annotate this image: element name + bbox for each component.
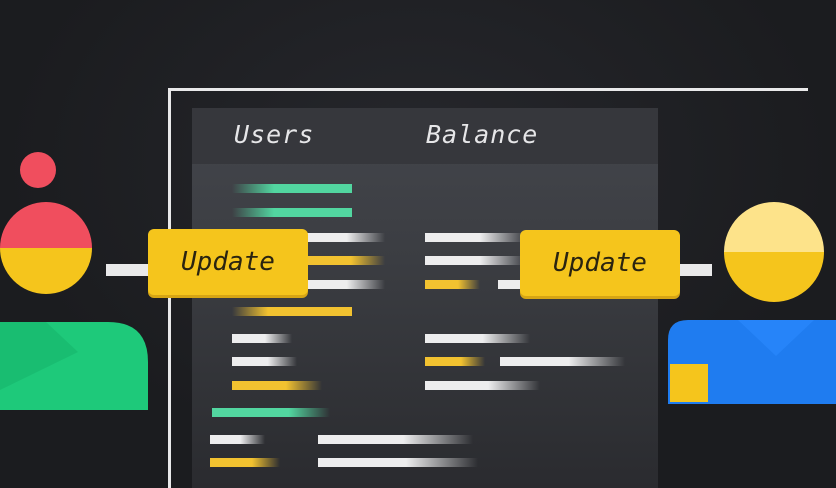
- update-button-right[interactable]: Update: [520, 230, 680, 296]
- user-avatar-right: [668, 202, 836, 404]
- data-bar-balance: [425, 334, 530, 343]
- data-bar-users: [318, 458, 478, 467]
- update-button-left[interactable]: Update: [148, 229, 308, 295]
- data-bar-users: [210, 458, 280, 467]
- data-bar-users: [232, 381, 322, 390]
- data-bar-balance: [425, 280, 480, 289]
- data-bar-users: [232, 208, 352, 217]
- user-body-right: [668, 320, 836, 404]
- data-bar-balance: [425, 256, 525, 265]
- data-bar-balance: [500, 357, 625, 366]
- data-bar-balance: [425, 357, 485, 366]
- data-bar-users: [232, 334, 292, 343]
- user-head-upper: [724, 202, 824, 252]
- column-header-balance: Balance: [426, 120, 539, 149]
- data-bar-users: [232, 357, 297, 366]
- data-bar-users: [318, 435, 473, 444]
- connector-left: [106, 264, 152, 276]
- column-header-users: Users: [234, 120, 315, 149]
- user-head-top: [20, 152, 56, 188]
- data-bar-balance: [425, 381, 540, 390]
- table-panel: [192, 108, 658, 488]
- user-head-lower: [724, 252, 824, 302]
- data-bar-users: [212, 408, 330, 417]
- data-bar-users: [300, 256, 385, 265]
- user-body-shade: [738, 320, 814, 356]
- connector-right: [676, 264, 712, 276]
- user-head-lower: [0, 248, 92, 294]
- data-bar-users: [300, 280, 385, 289]
- table-header: [192, 108, 658, 164]
- user-head-upper: [0, 202, 92, 248]
- user-body-shade: [0, 322, 78, 390]
- data-bar-users: [300, 233, 385, 242]
- data-bar-users: [232, 184, 352, 193]
- data-bar-balance: [425, 233, 525, 242]
- data-bar-users: [210, 435, 265, 444]
- data-bar-users: [232, 307, 352, 316]
- user-badge: [670, 364, 708, 402]
- data-bar-balance: [498, 280, 538, 289]
- user-avatar-left: [0, 152, 148, 410]
